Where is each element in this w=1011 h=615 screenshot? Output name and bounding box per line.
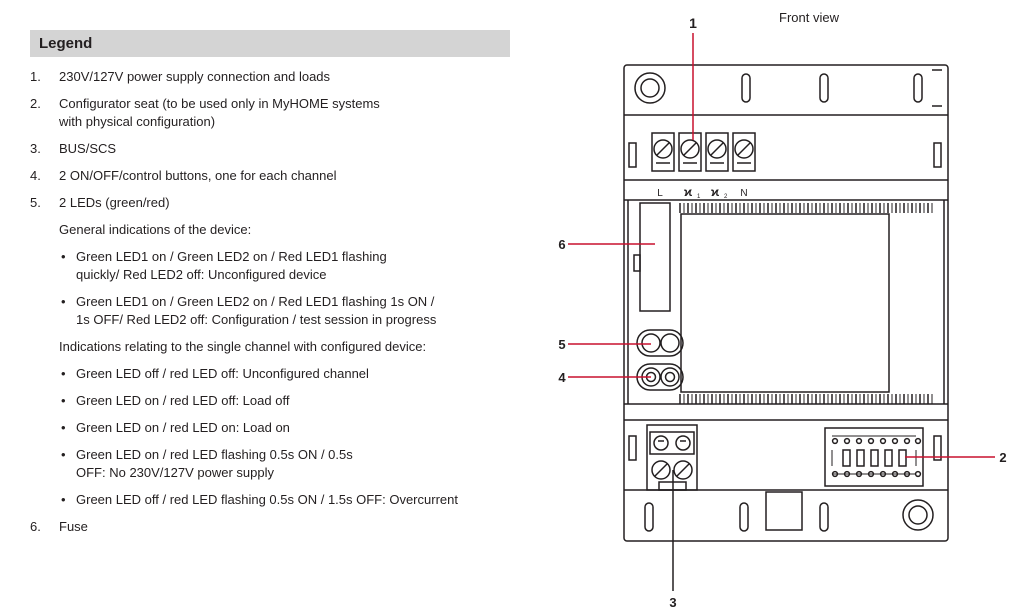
bullet-text: Green LED off / red LED off: Unconfigure…: [76, 366, 369, 381]
bullet-icon: •: [61, 366, 66, 381]
fan-load-icon: ϰ: [684, 185, 693, 199]
bullet-text: Green LED off / red LED flashing 0.5s ON…: [76, 492, 458, 507]
bullet-icon: •: [61, 447, 66, 462]
bullet-icon: •: [61, 393, 66, 408]
device-outline: [623, 64, 949, 542]
side-slot: [628, 435, 637, 461]
bottom-tab: [765, 491, 803, 531]
bullet-item: • Green LED on / red LED flashing 0.5s O…: [59, 446, 510, 482]
button-2: [660, 367, 680, 387]
side-slot: [628, 142, 637, 168]
top-slot: [913, 73, 923, 103]
side-slot: [933, 435, 942, 461]
item-number: 6.: [30, 519, 41, 534]
vent-row-top: [679, 203, 933, 213]
bullet-text: Green LED on / red LED off: Load off: [76, 393, 290, 408]
callout-1: 1: [689, 15, 697, 31]
front-panel: [680, 213, 890, 393]
callout-3: 3: [669, 595, 676, 610]
bullet-text: Green LED1 on / Green LED2 on / Red LED1…: [76, 294, 437, 327]
item-number: 2.: [30, 96, 41, 111]
terminal-label-n: N: [740, 188, 747, 199]
vent-row-bottom: [679, 394, 933, 404]
item-text: 2 LEDs (green/red): [59, 195, 170, 210]
list-item: 1. 230V/127V power supply connection and…: [30, 68, 510, 86]
mounting-hole-inner: [640, 78, 660, 98]
channel-indications-heading: Indications relating to the single chann…: [59, 339, 427, 354]
list-item: 6. Fuse: [30, 518, 510, 536]
device-drawing: L ϰ 1 ϰ 2 N Front view 1 6 5 4 2 3: [558, 10, 1006, 610]
led-2: [660, 333, 680, 353]
bullet-icon: •: [61, 249, 66, 264]
bus-connector: [646, 424, 698, 491]
bullet-item: • Green LED on / red LED off: Load off: [59, 392, 510, 410]
legend-list: 1. 230V/127V power supply connection and…: [30, 68, 510, 545]
mounting-hole: [902, 499, 934, 531]
item-text: Configurator seat (to be used only in My…: [59, 96, 380, 129]
fan-load-icon: ϰ: [711, 185, 720, 199]
led-pair: [636, 329, 684, 357]
callout-6: 6: [558, 237, 565, 252]
item-text: 230V/127V power supply connection and lo…: [59, 69, 331, 84]
terminal-label-load1: 1: [697, 194, 701, 200]
bottom-slot: [739, 502, 749, 532]
callout-2: 2: [999, 450, 1006, 465]
bottom-slot: [819, 502, 829, 532]
list-item: 4. 2 ON/OFF/control buttons, one for eac…: [30, 167, 510, 185]
item-number: 3.: [30, 141, 41, 156]
bullet-icon: •: [61, 420, 66, 435]
bullet-item: • Green LED on / red LED on: Load on: [59, 419, 510, 437]
bullet-item: • Green LED1 on / Green LED2 on / Red LE…: [59, 293, 510, 329]
item-number: 4.: [30, 168, 41, 183]
terminal-label-l: L: [657, 188, 663, 199]
terminal-block-top: [651, 132, 756, 172]
legend-title: Legend: [30, 30, 510, 57]
bullet-text: Green LED on / red LED flashing 0.5s ON …: [76, 447, 353, 480]
diagram-title: Front view: [779, 10, 840, 25]
led-1: [641, 333, 661, 353]
bullet-icon: •: [61, 492, 66, 507]
bullet-item: • Green LED off / red LED off: Unconfigu…: [59, 365, 510, 383]
mounting-hole: [634, 72, 666, 104]
list-item: 2. Configurator seat (to be used only in…: [30, 95, 510, 131]
item-text: 2 ON/OFF/control buttons, one for each c…: [59, 168, 337, 183]
terminal-label-load2: 2: [724, 194, 728, 200]
front-view-diagram: L ϰ 1 ϰ 2 N Front view 1 6 5 4 2 3: [540, 0, 1011, 615]
bullet-text: Green LED1 on / Green LED2 on / Red LED1…: [76, 249, 387, 282]
item-number: 5.: [30, 195, 41, 210]
fuse-holder: [639, 202, 671, 312]
item-text: Fuse: [59, 519, 88, 534]
list-item: 3. BUS/SCS: [30, 140, 510, 158]
callout-4: 4: [558, 370, 566, 385]
top-slot: [741, 73, 751, 103]
bottom-slot: [644, 502, 654, 532]
mounting-hole-inner: [908, 505, 928, 525]
list-item: 5. 2 LEDs (green/red): [30, 194, 510, 212]
bullet-item: • Green LED off / red LED flashing 0.5s …: [59, 491, 510, 509]
item-number: 1.: [30, 69, 41, 84]
general-indications-heading: General indications of the device:: [59, 222, 252, 237]
bullet-item: • Green LED1 on / Green LED2 on / Red LE…: [59, 248, 510, 284]
top-slot: [819, 73, 829, 103]
bullet-icon: •: [61, 294, 66, 309]
side-slot: [933, 142, 942, 168]
item-text: BUS/SCS: [59, 141, 117, 156]
bullet-text: Green LED on / red LED on: Load on: [76, 420, 290, 435]
callout-5: 5: [558, 337, 565, 352]
